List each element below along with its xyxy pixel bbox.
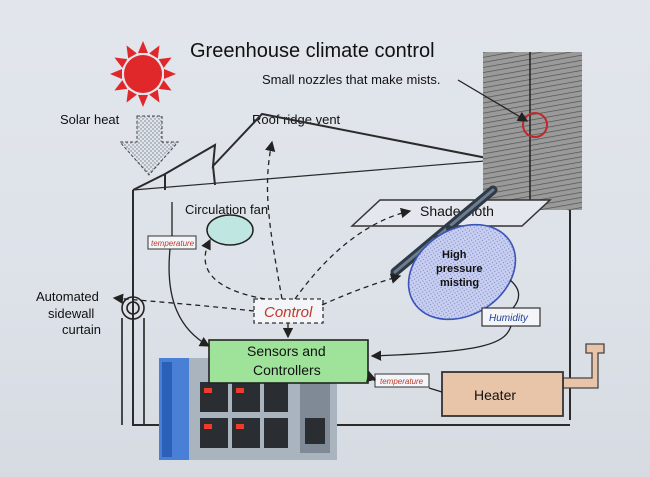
misting-label-line2: pressure — [436, 263, 482, 275]
humidity-label: Humidity — [489, 313, 529, 324]
heater-box — [441, 371, 564, 417]
sensors-controllers-label-2: Controllers — [253, 362, 321, 378]
heater-label: Heater — [474, 387, 516, 403]
misting-label-line1: High — [442, 249, 467, 261]
solar-heat-label: Solar heat — [60, 112, 120, 127]
control-label: Control — [264, 304, 313, 321]
temperature-label-2: temperature — [380, 377, 424, 386]
sensor-arrows — [168, 201, 520, 393]
solar-heat-arrow — [118, 115, 180, 176]
nozzles-pointer — [457, 79, 529, 122]
nozzle-photo — [483, 52, 582, 210]
sidewall-curtain-label-1: Automated — [36, 289, 99, 304]
circulation-fan — [206, 214, 254, 246]
circulation-fan-label: Circulation fan — [185, 202, 268, 217]
control-arrows — [112, 140, 412, 339]
sensors-controllers-box — [208, 339, 369, 384]
sidewall-curtain-label-3: curtain — [62, 322, 101, 337]
sidewall-curtain-roll — [121, 296, 145, 425]
nozzles-label: Small nozzles that make mists. — [262, 72, 440, 87]
control-box — [253, 298, 324, 324]
sensors-controllers-label-1: Sensors and — [247, 343, 326, 359]
misting-label-line3: misting — [440, 277, 479, 289]
diagram-title: Greenhouse climate control — [190, 40, 435, 62]
sidewall-curtain-label-2: sidewall — [48, 306, 94, 321]
temperature-label-1: temperature — [151, 239, 195, 248]
sun-icon — [110, 41, 176, 107]
heater-pipe — [562, 343, 605, 389]
